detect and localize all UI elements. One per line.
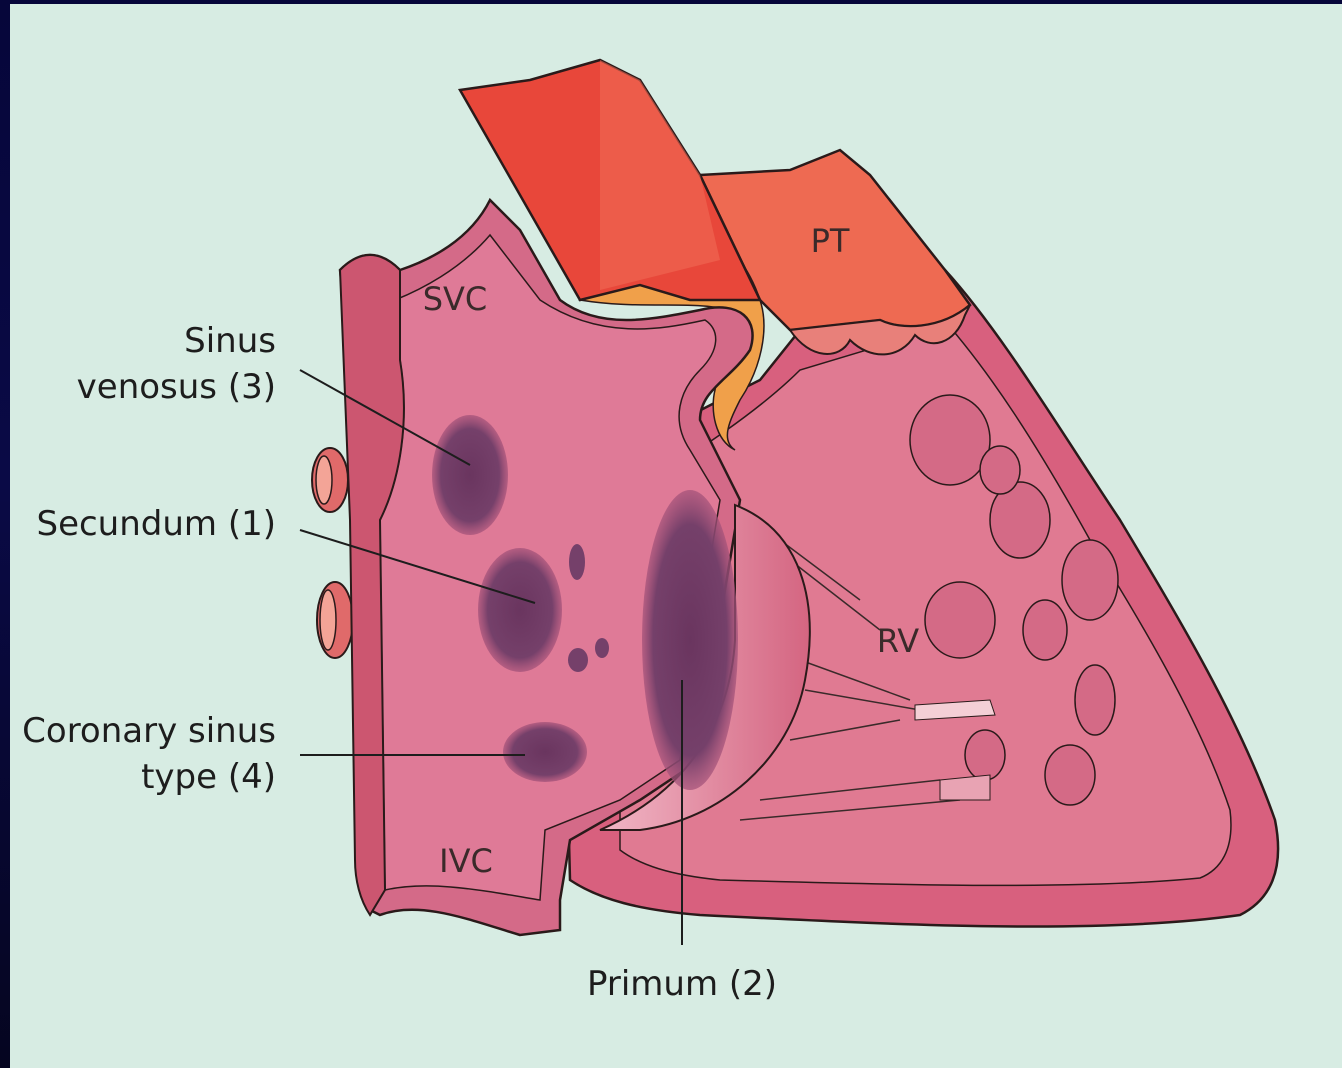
sinus-venosus-defect: [432, 415, 508, 535]
secundum-fenestration-1: [569, 544, 585, 580]
label-pt: PT: [811, 222, 850, 260]
label-secundum: Secundum (1): [36, 504, 276, 544]
label-ivc: IVC: [439, 842, 493, 880]
secundum-fenestration-3: [568, 648, 588, 672]
label-sinus-venosus-line2: venosus (3): [77, 367, 276, 407]
primum-defect: [642, 490, 738, 790]
label-sinus-venosus-line1: Sinus: [184, 321, 276, 361]
label-rv: RV: [877, 622, 919, 660]
label-coronary-sinus-line1: Coronary sinus: [22, 711, 276, 751]
secundum-defect: [478, 548, 562, 672]
label-primum: Primum (2): [587, 964, 777, 1004]
secundum-fenestration-2: [595, 638, 609, 658]
label-coronary-sinus-line2: type (4): [141, 757, 276, 797]
pulmonary-vein-stubs: [312, 448, 353, 658]
coronary-sinus-defect: [503, 722, 587, 782]
label-svc: SVC: [423, 280, 488, 318]
papillary-muscle-lower: [940, 775, 990, 800]
